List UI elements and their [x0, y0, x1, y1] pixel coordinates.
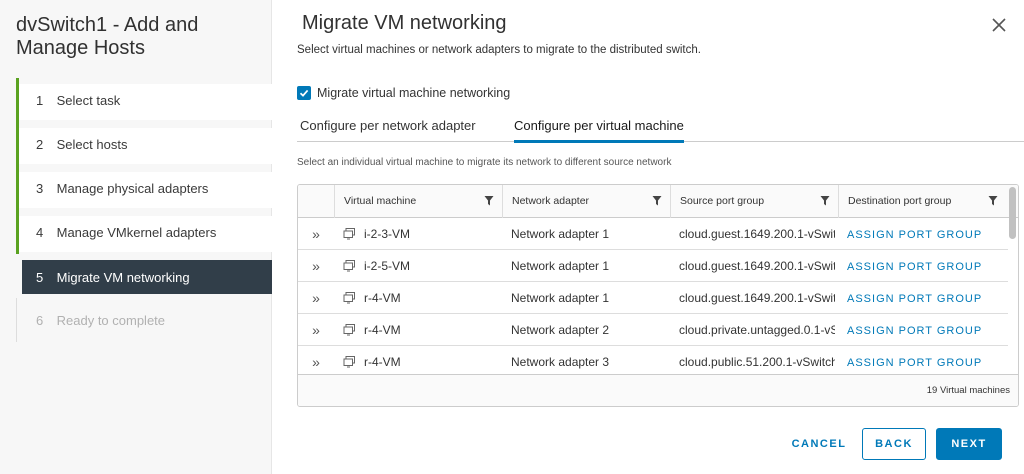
- step-label: Migrate VM networking: [56, 269, 190, 285]
- vm-count: 19 Virtual machines: [926, 385, 1010, 396]
- assign-port-group-link[interactable]: ASSIGN PORT GROUP: [847, 325, 983, 337]
- tab-configure-per-network-adapter[interactable]: Configure per network adapter: [300, 118, 476, 133]
- step-manage-vmkernel-adapters[interactable]: 4 Manage VMkernel adapters: [16, 210, 272, 254]
- expand-column-header: [298, 185, 334, 218]
- assign-port-group-link[interactable]: ASSIGN PORT GROUP: [847, 229, 983, 241]
- network-adapter-cell: Network adapter 2: [511, 323, 610, 337]
- filter-icon[interactable]: [820, 195, 830, 207]
- assign-port-group-link[interactable]: ASSIGN PORT GROUP: [847, 357, 983, 369]
- step-select-hosts[interactable]: 2 Select hosts: [16, 122, 272, 166]
- step-label: Ready to complete: [56, 312, 166, 328]
- vm-icon: [343, 260, 355, 272]
- next-button[interactable]: NEXT: [936, 428, 1002, 460]
- column-header-label: Virtual machine: [344, 195, 417, 207]
- step-number: 2: [36, 136, 44, 152]
- step-number: 5: [36, 269, 44, 285]
- back-button[interactable]: BACK: [862, 428, 926, 460]
- expand-row-icon[interactable]: »: [312, 226, 320, 242]
- step-label: Manage VMkernel adapters: [56, 224, 217, 240]
- network-adapter-cell: Network adapter 1: [511, 259, 610, 273]
- migrate-vm-networking-checkbox-row[interactable]: Migrate virtual machine networking: [297, 86, 510, 100]
- tab-bar: Configure per network adapter Configure …: [297, 110, 1024, 143]
- column-header-network-adapter[interactable]: Network adapter: [502, 185, 670, 218]
- vm-name: r-4-VM: [364, 355, 401, 369]
- grid-body: » i-2-3-VM Network adapter 1 cloud.guest…: [298, 218, 1008, 374]
- wizard-sidebar: dvSwitch1 - Add and Manage Hosts 1 Selec…: [0, 0, 272, 474]
- step-select-task[interactable]: 1 Select task: [16, 78, 272, 122]
- column-header-label: Network adapter: [512, 195, 590, 207]
- checkbox-checked-icon[interactable]: [297, 86, 311, 100]
- checkbox-label: Migrate virtual machine networking: [317, 86, 511, 100]
- column-header-label: Destination port group: [848, 195, 952, 207]
- table-row[interactable]: » i-2-3-VM Network adapter 1 cloud.guest…: [298, 218, 1008, 250]
- page-title: Migrate VM networking: [302, 12, 507, 34]
- step-manage-physical-adapters[interactable]: 3 Manage physical adapters: [16, 166, 272, 210]
- vm-name: i-2-3-VM: [364, 227, 411, 241]
- column-header-destination-port-group[interactable]: Destination port group: [838, 185, 1006, 218]
- vm-datagrid: Virtual machine Network adapter Source p…: [297, 184, 1019, 407]
- expand-row-icon[interactable]: »: [312, 354, 320, 370]
- vm-name: i-2-5-VM: [364, 259, 411, 273]
- network-adapter-cell: Network adapter 1: [511, 291, 610, 305]
- step-label: Select task: [56, 92, 121, 108]
- step-number: 6: [36, 312, 44, 328]
- table-row[interactable]: » r-4-VM Network adapter 2 cloud.private…: [298, 314, 1008, 346]
- vm-name: r-4-VM: [364, 323, 401, 337]
- wizard-content: Migrate VM networking Select virtual mac…: [272, 0, 1024, 474]
- expand-row-icon[interactable]: »: [312, 258, 320, 274]
- close-icon[interactable]: [990, 16, 1008, 34]
- grid-footer: 19 Virtual machines: [298, 374, 1018, 406]
- filter-icon[interactable]: [484, 195, 494, 207]
- source-port-group-cell: cloud.guest.1649.200.1-vSwitch0: [679, 227, 835, 241]
- assign-port-group-link[interactable]: ASSIGN PORT GROUP: [847, 261, 983, 273]
- step-migrate-vm-networking[interactable]: 5 Migrate VM networking: [22, 260, 272, 294]
- step-number: 3: [36, 180, 44, 196]
- expand-row-icon[interactable]: »: [312, 322, 320, 338]
- filter-icon[interactable]: [988, 195, 998, 207]
- column-header-virtual-machine[interactable]: Virtual machine: [334, 185, 502, 218]
- step-label: Select hosts: [56, 136, 128, 152]
- expand-row-icon[interactable]: »: [312, 290, 320, 306]
- table-row[interactable]: » r-4-VM Network adapter 1 cloud.guest.1…: [298, 282, 1008, 314]
- filter-icon[interactable]: [652, 195, 662, 207]
- step-ready-to-complete: 6 Ready to complete: [16, 298, 272, 342]
- column-header-source-port-group[interactable]: Source port group: [670, 185, 838, 218]
- network-adapter-cell: Network adapter 3: [511, 355, 610, 369]
- column-header-label: Source port group: [680, 195, 765, 207]
- step-label: Manage physical adapters: [56, 180, 209, 196]
- cancel-button[interactable]: CANCEL: [791, 438, 847, 450]
- network-adapter-cell: Network adapter 1: [511, 227, 610, 241]
- source-port-group-cell: cloud.guest.1649.200.1-vSwitch0: [679, 259, 835, 273]
- table-row[interactable]: » i-2-5-VM Network adapter 1 cloud.guest…: [298, 250, 1008, 282]
- step-number: 4: [36, 224, 44, 240]
- vm-icon: [343, 292, 355, 304]
- vm-name: r-4-VM: [364, 291, 401, 305]
- wizard-steps: 1 Select task 2 Select hosts 3 Manage ph…: [16, 78, 272, 342]
- wizard-title: dvSwitch1 - Add and Manage Hosts: [16, 14, 199, 59]
- source-port-group-cell: cloud.public.51.200.1-vSwitch0: [679, 355, 835, 369]
- tab-configure-per-virtual-machine[interactable]: Configure per virtual machine: [514, 110, 684, 143]
- grid-scrollbar[interactable]: [1009, 187, 1016, 239]
- step-number: 1: [36, 92, 44, 108]
- source-port-group-cell: cloud.guest.1649.200.1-vSwitch0: [679, 291, 835, 305]
- source-port-group-cell: cloud.private.untagged.0.1-vSwitch0: [679, 323, 835, 337]
- vm-icon: [343, 324, 355, 336]
- vm-icon: [343, 356, 355, 368]
- grid-hint-text: Select an individual virtual machine to …: [297, 157, 672, 168]
- assign-port-group-link[interactable]: ASSIGN PORT GROUP: [847, 293, 983, 305]
- table-row[interactable]: » r-4-VM Network adapter 3 cloud.public.…: [298, 346, 1008, 374]
- grid-header: Virtual machine Network adapter Source p…: [298, 185, 1018, 218]
- page-subtitle: Select virtual machines or network adapt…: [297, 44, 701, 56]
- vm-icon: [343, 228, 355, 240]
